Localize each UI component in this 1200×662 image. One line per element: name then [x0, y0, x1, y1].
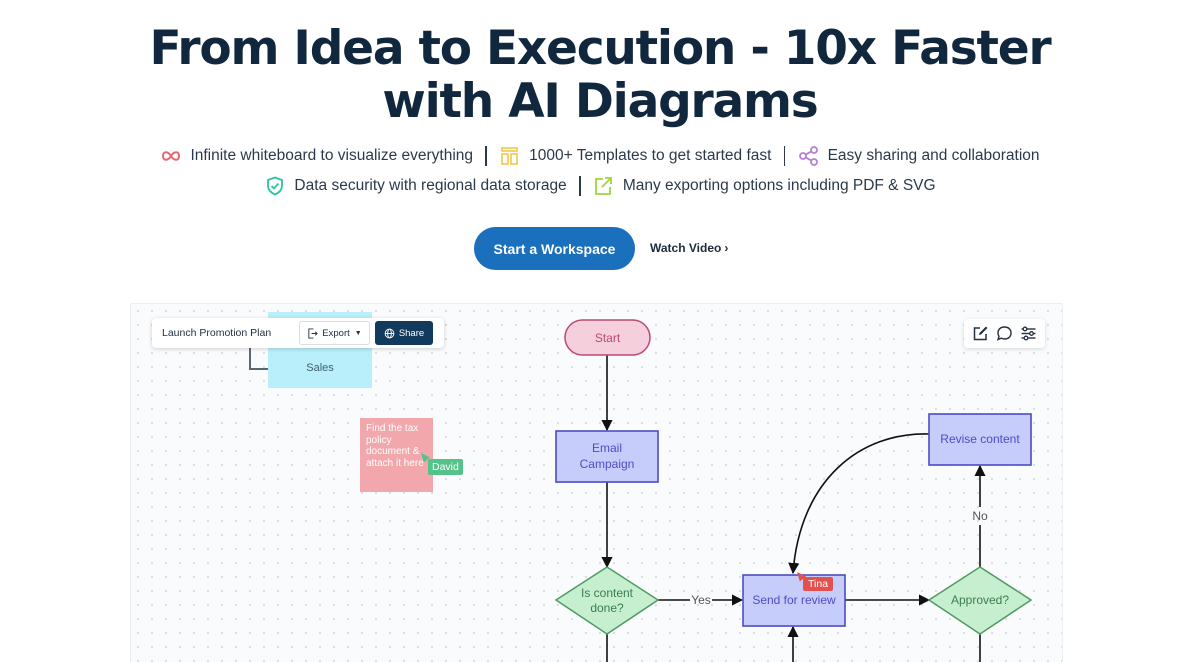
hero-title-line-2: with AI Diagrams	[382, 74, 818, 129]
feature-templates: 1000+ Templates to get started fast	[499, 146, 771, 166]
globe-icon	[384, 328, 395, 338]
collaborator-cursor-tina: Tina	[803, 577, 834, 591]
hero-title: From Idea to Execution - 10x Faster with…	[0, 22, 1200, 128]
template-icon	[499, 146, 521, 166]
document-title[interactable]: Launch Promotion Plan	[162, 327, 272, 339]
feature-infinite-whiteboard: Infinite whiteboard to visualize everyth…	[160, 146, 473, 166]
comment-icon[interactable]	[996, 325, 1013, 342]
sticky-note[interactable]: Find the tax policy document & attach it…	[360, 418, 433, 492]
divider	[485, 146, 487, 166]
chevron-right-icon: ›	[724, 241, 729, 255]
share-button[interactable]: Share	[375, 321, 433, 345]
share-nodes-icon	[798, 146, 820, 166]
collaborator-cursor-david: David	[428, 459, 463, 475]
settings-sliders-icon[interactable]	[1020, 325, 1037, 342]
features-row-2: Data security with regional data storage…	[0, 176, 1200, 196]
export-button[interactable]: Export ▼	[299, 321, 370, 345]
export-file-icon	[308, 327, 319, 339]
canvas-tools	[964, 319, 1045, 348]
feature-exporting: Many exporting options including PDF & S…	[593, 176, 936, 196]
hero-title-line-1: From Idea to Execution - 10x Faster	[149, 21, 1052, 76]
editor-toolbar: Launch Promotion Plan Export ▼ Share	[152, 318, 444, 348]
mindmap-connector	[249, 368, 268, 370]
watch-video-link[interactable]: Watch Video ›	[650, 241, 729, 255]
shield-check-icon	[264, 176, 286, 196]
feature-data-security: Data security with regional data storage	[264, 176, 567, 196]
divider	[579, 176, 581, 196]
features-row-1: Infinite whiteboard to visualize everyth…	[0, 146, 1200, 166]
mindmap-node-sales-label: Sales	[306, 362, 334, 374]
feature-sharing: Easy sharing and collaboration	[798, 146, 1040, 166]
mindmap-connector	[249, 340, 251, 369]
export-icon	[593, 176, 615, 196]
edit-icon[interactable]	[972, 325, 989, 342]
caret-down-icon: ▼	[354, 329, 362, 337]
infinity-icon	[160, 146, 182, 166]
start-workspace-button[interactable]: Start a Workspace	[474, 227, 635, 270]
divider	[783, 146, 786, 166]
